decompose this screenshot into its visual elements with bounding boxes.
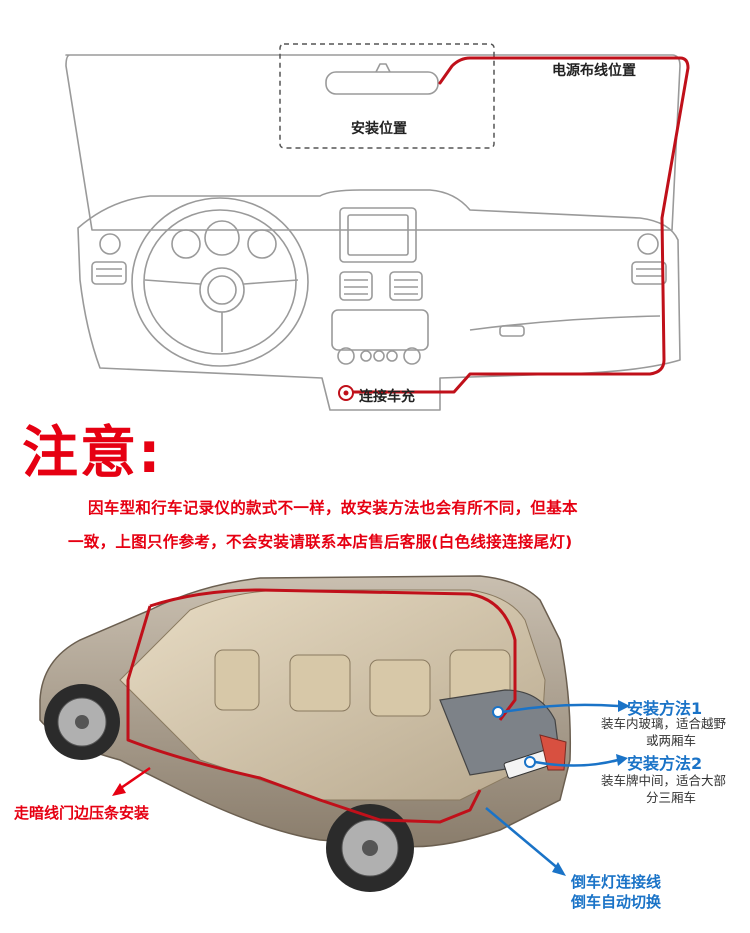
power-wiring-label: 电源布线位置 — [552, 63, 636, 79]
method2-desc-line1: 装车牌中间，适合大部 — [601, 773, 727, 788]
dashboard-diagram — [65, 43, 690, 411]
method2-title: 安装方法2 — [627, 754, 703, 773]
wheel-rear — [326, 804, 414, 892]
reverse-light-line2: 倒车自动切换 — [571, 893, 662, 911]
hidden-wire-pointer — [117, 766, 151, 792]
method2-desc-line2: 分三厢车 — [646, 790, 697, 805]
wheel-front — [44, 684, 120, 760]
method1-pointer — [502, 703, 619, 714]
car-cutaway-diagram — [39, 575, 630, 892]
reverse-light-pointer — [485, 807, 561, 871]
charger-plug-icon — [338, 385, 354, 401]
method1-title: 安装方法1 — [627, 699, 703, 718]
method2-marker — [524, 756, 536, 768]
notice-line-2: 一致，上图只作参考，不会安装请联系本店售后客服(白色线接连接尾灯) — [68, 533, 573, 551]
hidden-wire — [126, 588, 517, 824]
windshield-outline — [65, 54, 681, 231]
dashboard-outline — [77, 189, 681, 411]
method2-pointer — [534, 758, 619, 767]
install-area-box — [279, 43, 495, 149]
method1-desc-line2: 或两厢车 — [646, 733, 697, 748]
connect-charger-label: 连接车充 — [359, 389, 415, 405]
power-wire — [350, 56, 690, 394]
install-position-label: 安装位置 — [351, 121, 407, 137]
notice-line-1: 因车型和行车记录仪的款式不一样，故安装方法也会有所不同，但基本 — [88, 499, 578, 517]
notice-title: 注意: — [22, 421, 163, 486]
method1-marker — [492, 706, 504, 718]
hidden-wire-label: 走暗线门边压条安装 — [14, 804, 150, 822]
method1-desc-line1: 装车内玻璃，适合越野 — [601, 716, 727, 731]
reverse-light-line1: 倒车灯连接线 — [571, 873, 662, 891]
